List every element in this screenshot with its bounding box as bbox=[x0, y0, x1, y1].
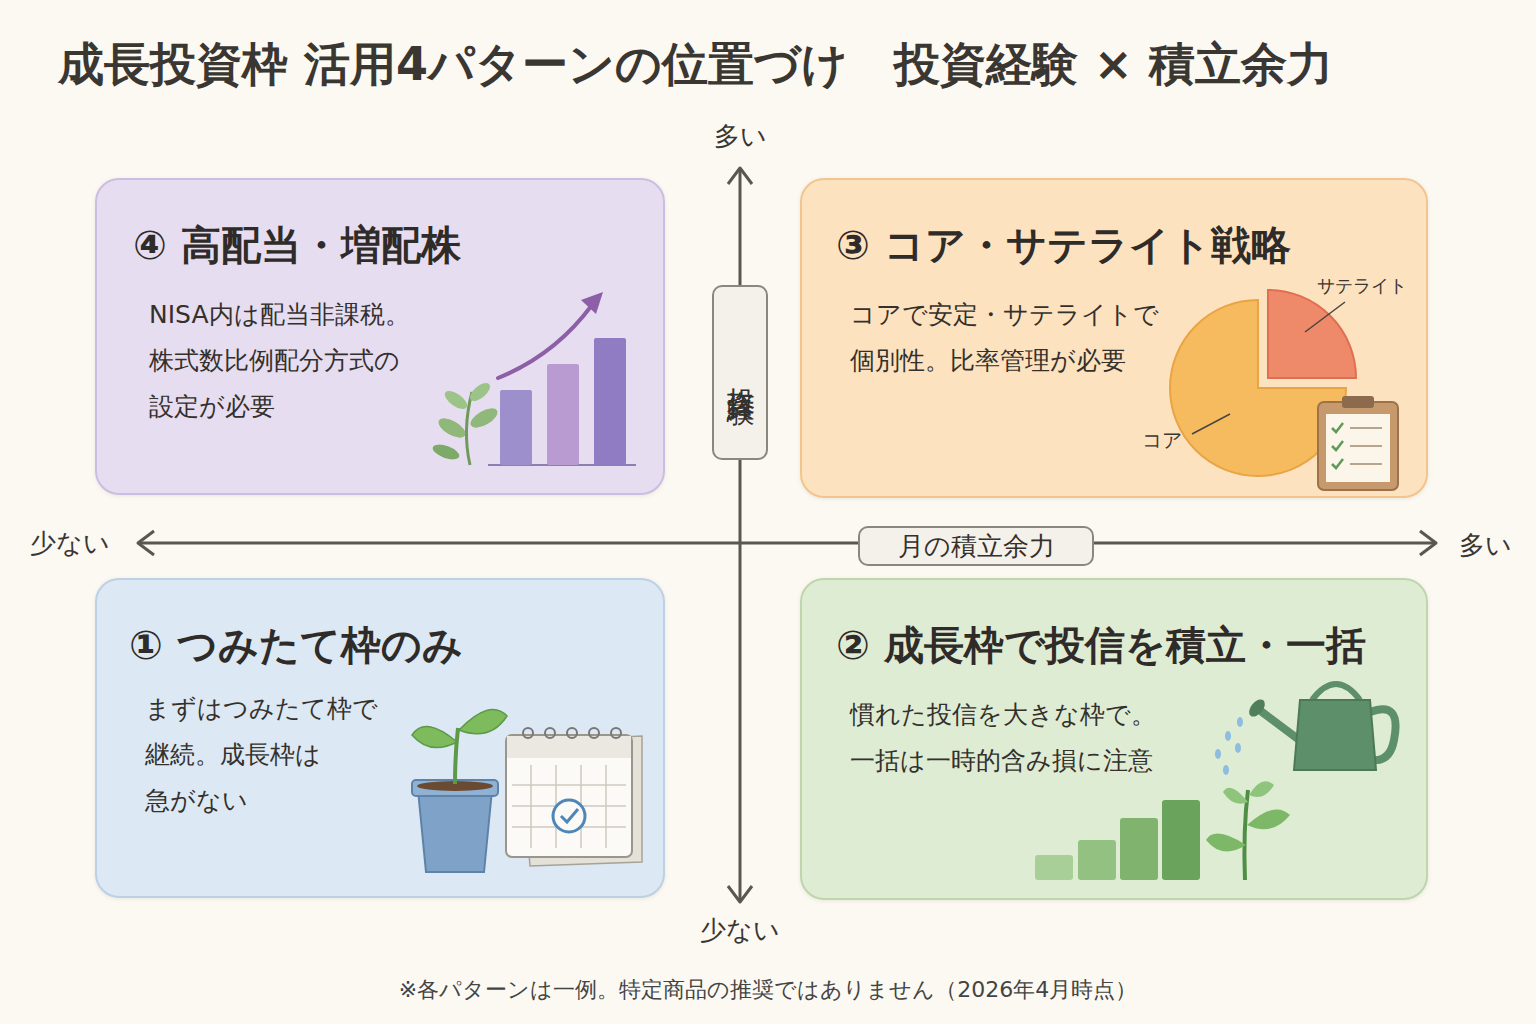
quadrant-body: 慣れた投信を大きな枠で。 一括は一時的含み損に注意 bbox=[850, 692, 1180, 784]
axis-arrowhead bbox=[728, 886, 752, 902]
axis-arrowhead bbox=[138, 531, 154, 555]
water-drop bbox=[1235, 743, 1241, 753]
check-mark bbox=[1332, 441, 1343, 450]
check-circle bbox=[553, 800, 585, 832]
axis-end-label: 多い bbox=[1459, 528, 1512, 563]
quadrant-box: ① つみたて枠のみまずはつみたて枠で 継続。成長枠は 急がない bbox=[95, 578, 665, 898]
quadrant-heading: ③ コア・サテライト戦略 bbox=[836, 218, 1291, 273]
bar bbox=[594, 338, 626, 465]
bar bbox=[547, 364, 579, 465]
quadrant-body: コアで安定・サテライトで 個別性。比率管理が必要 bbox=[850, 292, 1180, 384]
leaf bbox=[467, 380, 493, 405]
horizontal-axis bbox=[138, 542, 1436, 545]
vertical-axis bbox=[739, 168, 742, 902]
pot-rim bbox=[412, 780, 498, 796]
clipboard bbox=[1318, 402, 1398, 490]
check-mark bbox=[1332, 459, 1343, 468]
leaf bbox=[1206, 834, 1246, 852]
quadrant-box: ③ コア・サテライト戦略コアで安定・サテライトで 個別性。比率管理が必要 bbox=[800, 178, 1428, 498]
leaf bbox=[1249, 781, 1274, 797]
calendar-ring bbox=[567, 728, 577, 738]
axis-end-label: 多い bbox=[714, 119, 767, 154]
calendar-grid bbox=[530, 765, 532, 848]
leader-line bbox=[1192, 414, 1230, 434]
watering-can-rose bbox=[1246, 696, 1268, 719]
leaf bbox=[1247, 809, 1290, 829]
check-mark bbox=[1332, 423, 1343, 432]
leaf bbox=[431, 442, 461, 463]
bar bbox=[1162, 800, 1200, 880]
clipboard-paper bbox=[1326, 414, 1390, 482]
calendar-ring bbox=[523, 728, 533, 738]
calendar-grid bbox=[512, 784, 626, 786]
calendar-grid bbox=[580, 765, 582, 848]
axis-label-box: 投資経験 bbox=[712, 285, 768, 460]
bar bbox=[1035, 855, 1073, 880]
list-line bbox=[1350, 445, 1382, 447]
calendar-grid bbox=[512, 805, 626, 807]
leaf bbox=[468, 404, 501, 431]
watering-can-handle bbox=[1370, 709, 1396, 760]
calendar-ring bbox=[545, 728, 555, 738]
leaf bbox=[412, 726, 457, 747]
axis-label: 投資経験 bbox=[721, 365, 759, 381]
axis-end-label: 少ない bbox=[700, 913, 780, 948]
bar bbox=[1078, 840, 1116, 880]
diagram-title: 成長投資枠 活用4パターンの位置づけ 投資経験 × 積立余力 bbox=[58, 34, 1333, 96]
pie-core-slice bbox=[1170, 300, 1346, 476]
quadrant-body: NISA内は配当非課税。 株式数比例配分方式の 設定が必要 bbox=[149, 292, 449, 430]
list-line bbox=[1350, 463, 1382, 465]
quadrant-heading: ② 成長枠で投信を積立・一括 bbox=[836, 618, 1366, 673]
calendar-ring bbox=[611, 728, 621, 738]
plant-stem bbox=[466, 392, 472, 465]
calendar-grid bbox=[512, 826, 626, 828]
axis-arrowhead bbox=[1420, 531, 1436, 555]
quadrant-heading: ① つみたて枠のみ bbox=[129, 618, 463, 673]
calendar-ring bbox=[589, 728, 599, 738]
leaf bbox=[436, 414, 469, 441]
bar bbox=[1120, 818, 1158, 880]
water-drop bbox=[1223, 765, 1229, 775]
soil bbox=[417, 781, 493, 791]
axis-arrowhead bbox=[728, 168, 752, 184]
pie-satellite-slice bbox=[1268, 290, 1356, 378]
diagram-caption: ※各パターンは一例。特定商品の推奨ではありません（2026年4月時点） bbox=[399, 975, 1137, 1005]
calendar-stand bbox=[520, 736, 642, 866]
calendar-page bbox=[506, 735, 632, 857]
leaf bbox=[1223, 788, 1248, 804]
water-drop bbox=[1237, 717, 1243, 727]
plant-stem bbox=[455, 728, 458, 784]
trend-arrow bbox=[498, 305, 592, 378]
leaf bbox=[459, 710, 507, 734]
chart-baseline bbox=[488, 464, 636, 466]
bar bbox=[500, 390, 532, 465]
axis-end-label: 少ない bbox=[30, 526, 110, 561]
calendar-header bbox=[507, 736, 631, 758]
watering-can-spout bbox=[1262, 712, 1302, 742]
quadrant-body: まずはつみたて枠で 継続。成長枠は 急がない bbox=[145, 686, 395, 824]
clipboard-clip bbox=[1342, 396, 1374, 408]
axis-label-box: 月の積立余力 bbox=[858, 526, 1094, 566]
calendar-grid bbox=[555, 765, 557, 848]
watering-can-body bbox=[1294, 700, 1376, 770]
plant-pot bbox=[418, 790, 492, 872]
axis-label: 月の積立余力 bbox=[898, 529, 1055, 564]
quadrant-box: ④ 高配当・増配株 NISA内は配当非課税。 株式数比例配分方式の 設定が必要 bbox=[95, 178, 665, 495]
watering-can-grip bbox=[1312, 684, 1360, 700]
water-drop bbox=[1225, 731, 1231, 741]
arrow-head bbox=[581, 292, 603, 314]
quadrant-heading: ④ 高配当・増配株 bbox=[133, 218, 461, 273]
leader-line bbox=[1305, 302, 1345, 332]
water-drop bbox=[1215, 749, 1221, 759]
check-mark bbox=[561, 809, 578, 822]
leaf bbox=[442, 388, 470, 413]
quadrant-box: ② 成長枠で投信を積立・一括慣れた投信を大きな枠で。 一括は一時的含み損に注意 bbox=[800, 578, 1428, 900]
list-line bbox=[1350, 427, 1382, 429]
calendar-grid bbox=[605, 765, 607, 848]
plant-stem bbox=[1244, 790, 1248, 880]
